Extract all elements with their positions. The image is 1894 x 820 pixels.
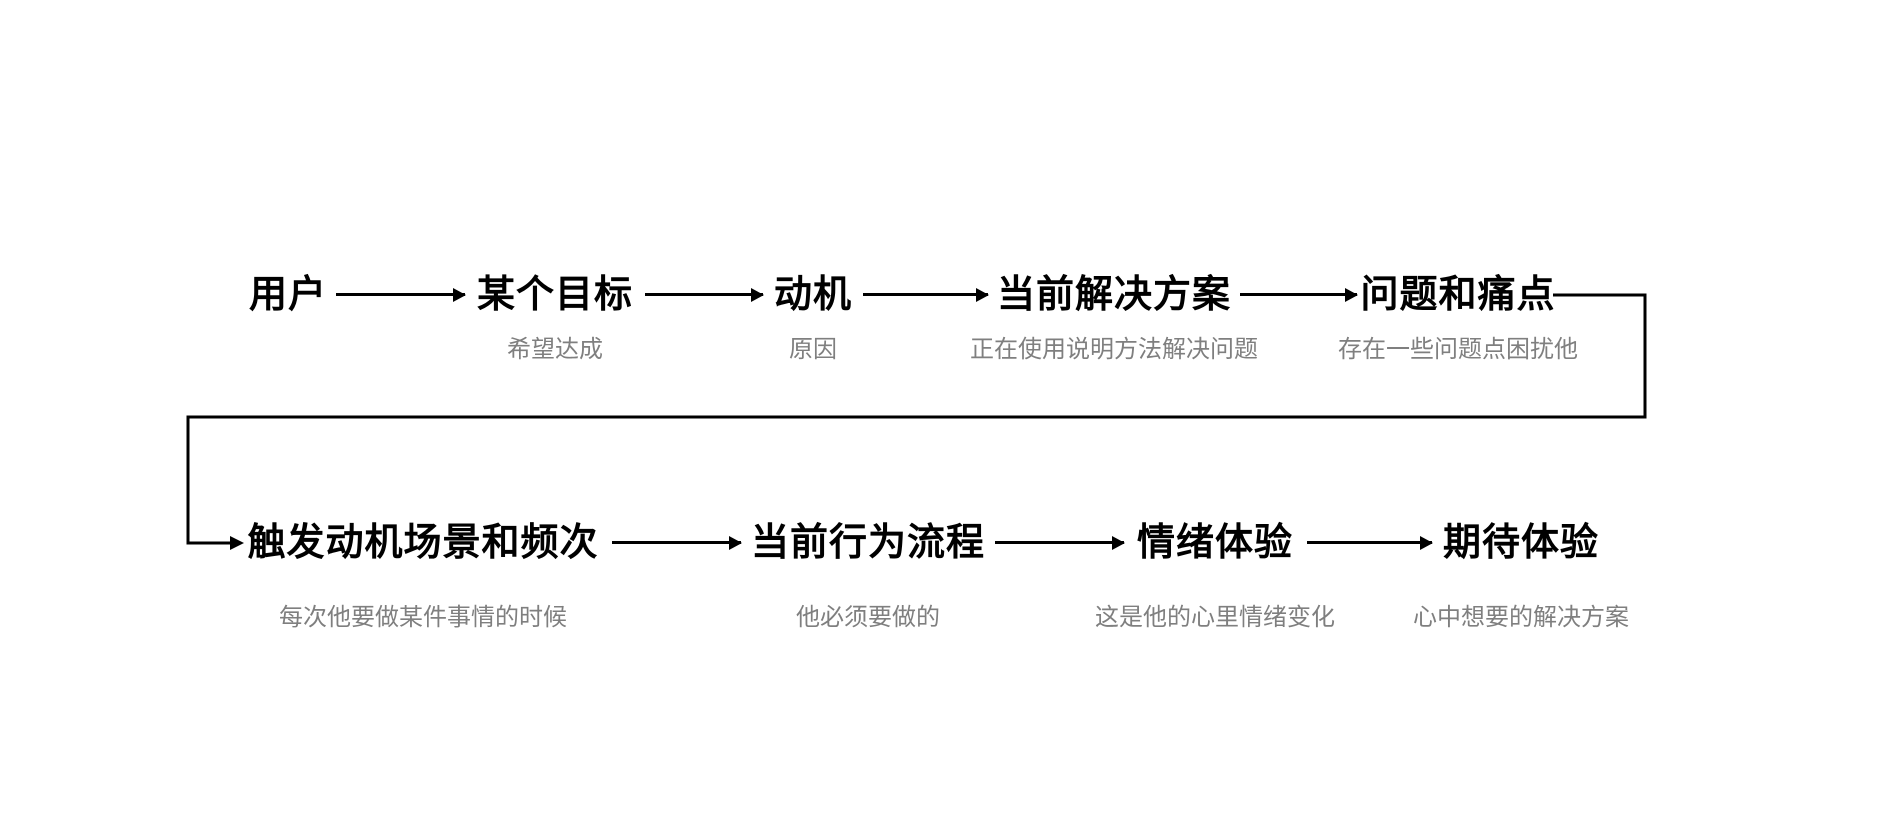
node-goal-title: 某个目标 (476, 274, 634, 316)
arrow-user-to-goal-icon (336, 293, 465, 296)
loop-connector-line (186, 293, 1647, 545)
node-current-behavior-flow-subtitle: 他必须要做的 (795, 604, 940, 631)
node-pain-points[interactable]: 问题和痛点 存在一些问题点困扰他 (1338, 271, 1578, 363)
node-pain-points-title: 问题和痛点 (1360, 274, 1556, 316)
arrow-goal-to-motivation-icon (645, 293, 763, 296)
node-user-title: 用户 (248, 274, 328, 316)
node-emotional-experience-subtitle: 这是他的心里情绪变化 (1094, 604, 1335, 631)
node-trigger-scene-frequency-subtitle: 每次他要做某件事情的时候 (278, 604, 567, 631)
loop-connector-arrowhead-icon (230, 536, 244, 550)
node-current-behavior-flow-title: 当前行为流程 (750, 522, 986, 564)
node-expected-experience-title: 期待体验 (1442, 522, 1600, 564)
node-trigger-scene-frequency[interactable]: 触发动机场景和频次 每次他要做某件事情的时候 (247, 519, 599, 631)
node-user[interactable]: 用户 (249, 271, 327, 319)
arrow-emotion-to-expectation-icon (1307, 541, 1432, 544)
node-motivation-subtitle: 原因 (788, 336, 837, 363)
node-goal[interactable]: 某个目标 希望达成 (476, 271, 634, 363)
node-motivation-title: 动机 (773, 274, 853, 316)
node-current-solution[interactable]: 当前解决方案 正在使用说明方法解决问题 (970, 271, 1258, 363)
node-emotional-experience[interactable]: 情绪体验 这是他的心里情绪变化 (1095, 519, 1335, 631)
node-current-solution-subtitle: 正在使用说明方法解决问题 (969, 336, 1258, 363)
node-expected-experience[interactable]: 期待体验 心中想要的解决方案 (1413, 519, 1629, 631)
node-trigger-scene-frequency-title: 触发动机场景和频次 (247, 522, 599, 564)
arrow-behavior-to-emotion-icon (995, 541, 1124, 544)
node-current-solution-title: 当前解决方案 (996, 274, 1232, 316)
arrow-trigger-to-behavior-icon (612, 541, 741, 544)
arrow-motivation-to-solution-icon (863, 293, 988, 296)
node-expected-experience-subtitle: 心中想要的解决方案 (1412, 604, 1629, 631)
node-emotional-experience-title: 情绪体验 (1136, 522, 1294, 564)
node-goal-subtitle: 希望达成 (506, 336, 603, 363)
arrow-solution-to-painpoints-icon (1240, 293, 1357, 296)
node-pain-points-subtitle: 存在一些问题点困扰他 (1337, 336, 1578, 363)
node-current-behavior-flow[interactable]: 当前行为流程 他必须要做的 (750, 519, 986, 631)
node-motivation[interactable]: 动机 原因 (773, 271, 853, 363)
